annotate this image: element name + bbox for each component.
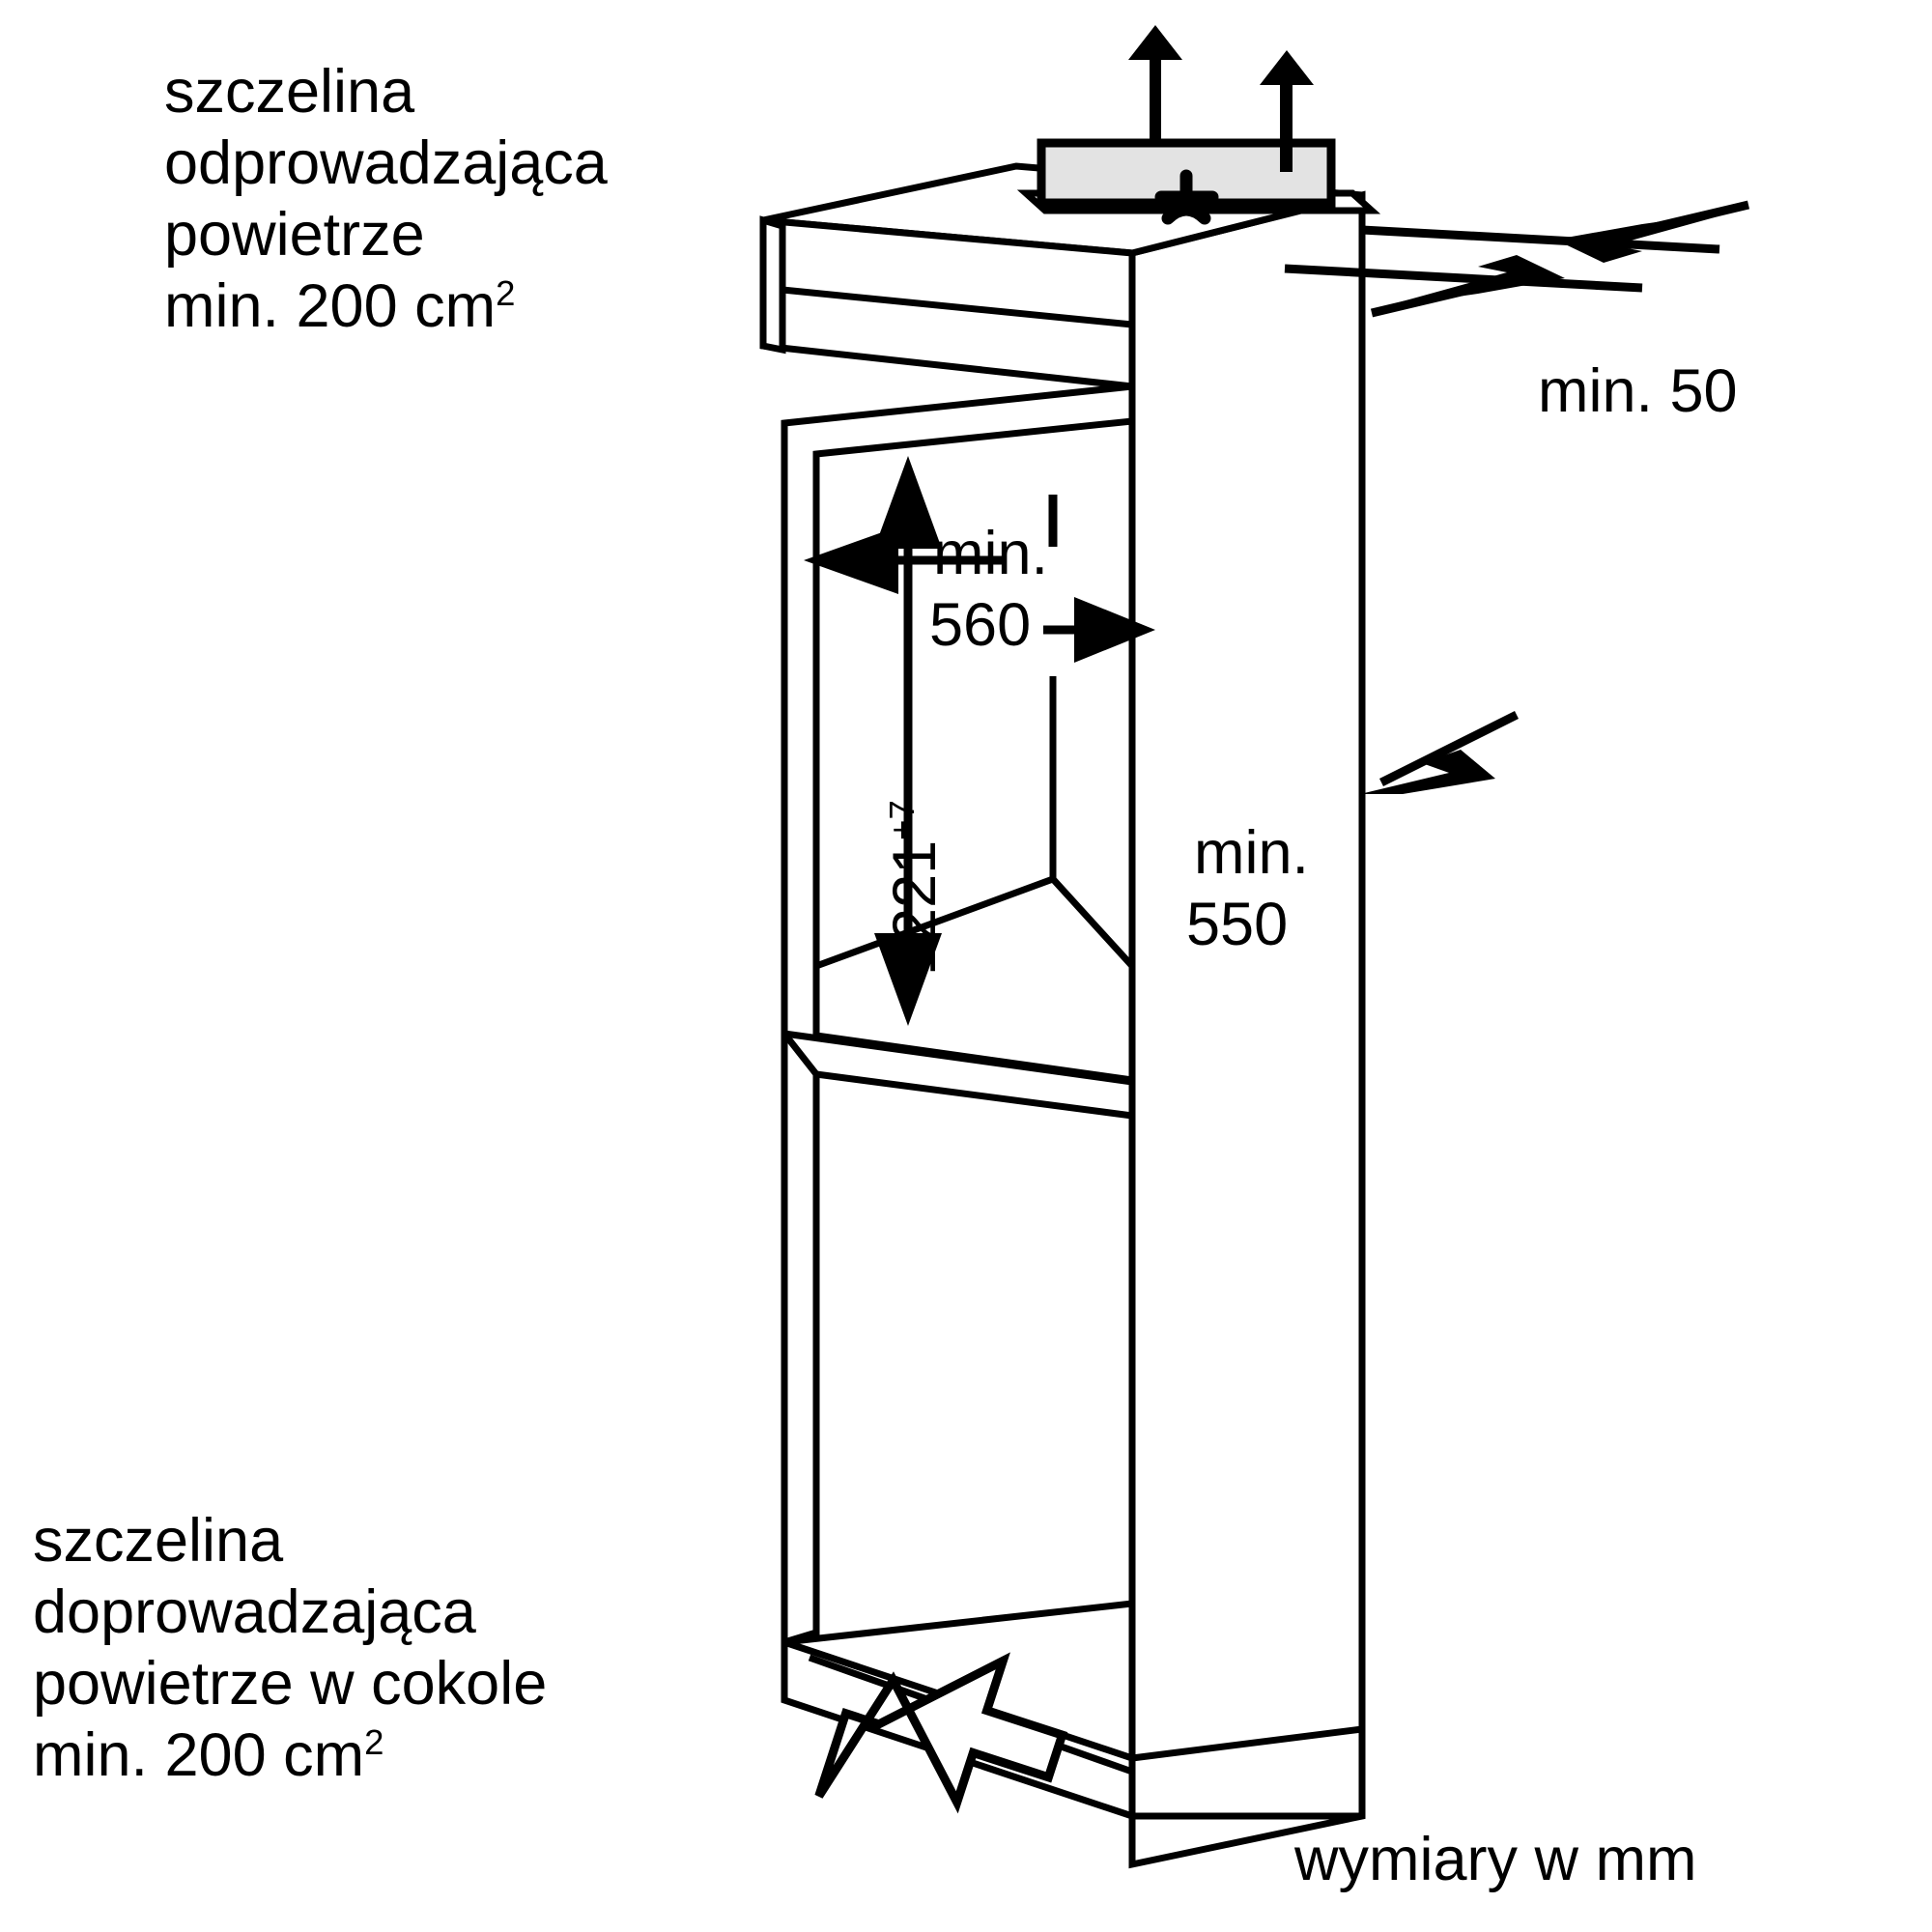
note-bottom-left-line-4: min. 200 cm2: [33, 1721, 384, 1790]
note-bottom-left-line-4-text: min. 200 cm: [33, 1721, 365, 1789]
dimension-label-min-50: min. 50: [1538, 357, 1738, 425]
dimension-label-height-1221-base: 1221: [881, 839, 949, 976]
dimension-height-1221: [874, 456, 942, 1026]
note-top-left-superscript: 2: [496, 273, 516, 313]
note-top-left-line-4-text: min. 200 cm: [164, 272, 497, 340]
dimension-min-50-arrows: [1370, 200, 1750, 318]
dimension-label-min-550-line-2: 550: [1186, 891, 1289, 958]
note-top-left-line-3: powietrze: [164, 201, 425, 269]
dimension-label-height-1221-tolerance: +7: [882, 800, 922, 840]
top-vent-assembly: [1016, 25, 1381, 225]
lower-front-panel-left-edge: [781, 1023, 820, 1647]
dimension-label-min-550-line-1: min.: [1194, 819, 1310, 887]
dimension-label-min-560-line-1: min.: [933, 520, 1049, 587]
base-right-join: [1131, 1725, 1363, 1762]
dimension-min-560: [804, 495, 1155, 663]
vent-grille-icon: [1154, 169, 1219, 225]
note-top-left-line-2: odprowadzająca: [164, 129, 608, 197]
note-bottom-left-superscript: 2: [364, 1722, 384, 1762]
cabinet-body: [759, 162, 1366, 1869]
dimension-label-height-1221: 1221+7: [881, 800, 950, 976]
units-caption: wymiary w mm: [1294, 1826, 1697, 1893]
note-top-left-line-1: szczelina: [164, 58, 415, 126]
note-bottom-left-line-1: szczelina: [33, 1507, 284, 1575]
note-top-left-line-4: min. 200 cm2: [164, 272, 515, 341]
note-bottom-left-line-3: powietrze w cokole: [33, 1650, 548, 1718]
dimension-label-min-560-line-2: 560: [929, 591, 1032, 659]
top-fascia-left-edge: [759, 215, 786, 355]
right-side-panel: [1128, 190, 1366, 1869]
lower-front-panel: [781, 1029, 1136, 1646]
airflow-in-arrow-icon: [814, 1652, 1068, 1814]
dimension-min-550-leader: [1360, 710, 1520, 794]
dimension-min-50-leaders: [1284, 225, 1720, 293]
lower-front-panel-inner-top: [815, 1070, 1133, 1120]
note-bottom-left-line-2: doprowadzająca: [33, 1578, 476, 1646]
airflow-up-arrow-icon: [1128, 25, 1314, 172]
top-fascia-inner-line: [781, 286, 1133, 328]
